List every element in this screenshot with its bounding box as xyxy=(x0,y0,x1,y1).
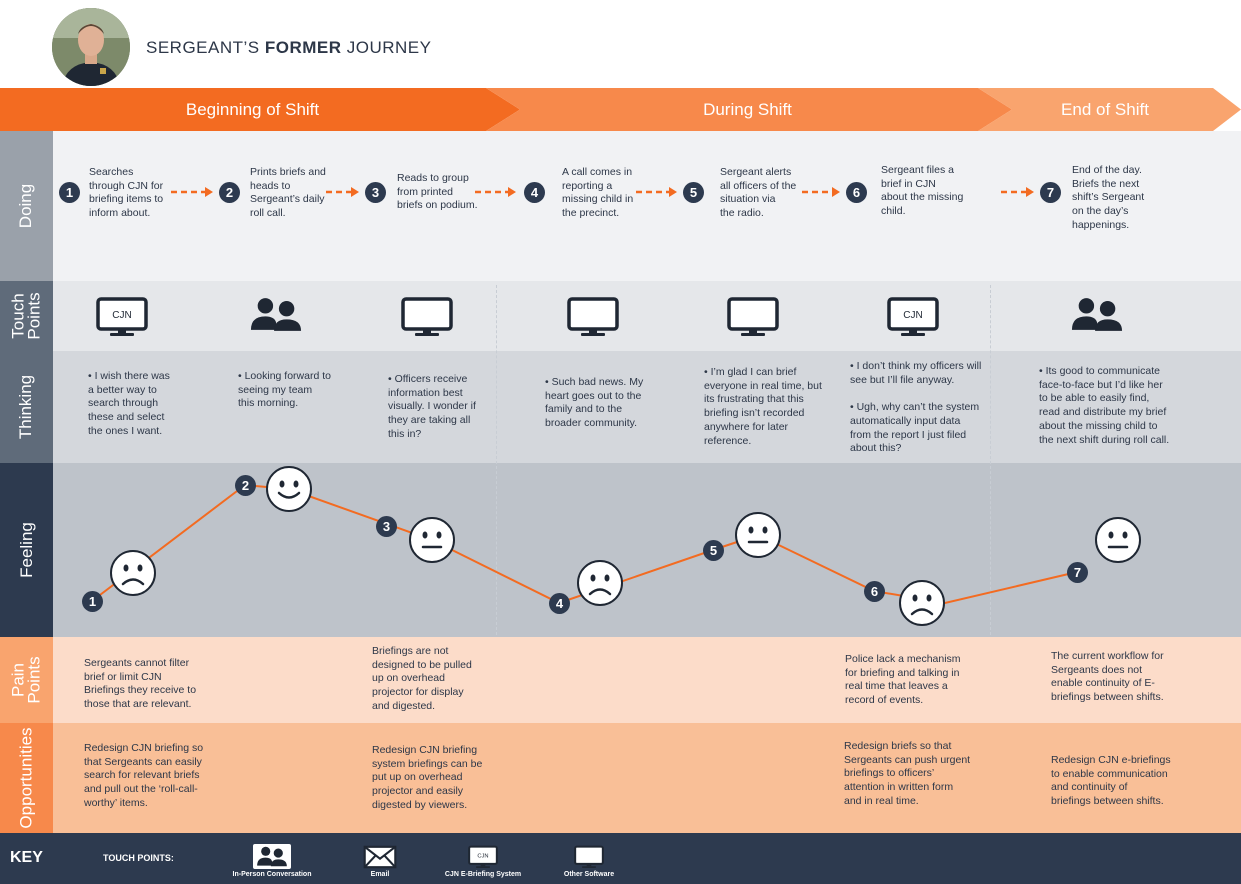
phase-end: End of Shift xyxy=(1061,100,1149,119)
doing-step-number: 4 xyxy=(524,182,545,203)
dashed-arrow-icon xyxy=(636,187,677,197)
row-label-thinking: Thinking xyxy=(0,351,53,463)
phase-divider-1 xyxy=(496,285,497,635)
people-icon xyxy=(1070,297,1124,337)
people-icon xyxy=(222,839,322,869)
page-title: SERGEANT’S FORMER JOURNEY xyxy=(146,38,432,57)
key-item-label: In-Person Conversation xyxy=(232,871,312,878)
key-item-monitor: Other Software xyxy=(539,839,639,878)
sergeant-photo-icon xyxy=(52,8,130,86)
doing-step-number: 2 xyxy=(219,182,240,203)
pain-points-row: Pain Points xyxy=(0,637,1241,723)
key-subtitle: TOUCH POINTS: xyxy=(103,853,174,863)
phase-banner: Beginning of Shift During Shift End of S… xyxy=(0,88,1241,131)
cjn-monitor-icon: CJN xyxy=(433,839,533,869)
phase-divider-2 xyxy=(990,285,991,635)
svg-text:CJN: CJN xyxy=(112,310,131,321)
row-label-touch-points: Touch Points xyxy=(0,281,53,351)
people-icon-box xyxy=(253,844,291,869)
row-label-opportunities: Opportunities xyxy=(0,723,53,833)
feeling-step-number: 1 xyxy=(82,591,103,612)
monitor-icon xyxy=(539,839,639,869)
doing-row: Doing xyxy=(0,131,1241,281)
key-item-label: Other Software xyxy=(563,871,615,878)
monitor-icon xyxy=(567,297,619,342)
monitor-icon xyxy=(401,297,453,342)
feeling-step-number: 5 xyxy=(703,540,724,561)
key-item-people: In-Person Conversation xyxy=(222,839,322,878)
feeling-step-number: 6 xyxy=(864,581,885,602)
touch-points-row: Touch Points xyxy=(0,281,1241,351)
opportunities-row: Opportunities xyxy=(0,723,1241,833)
feeling-step-number: 7 xyxy=(1067,562,1088,583)
phase-during: During Shift xyxy=(703,100,792,119)
key-item-email: Email xyxy=(330,839,430,878)
monitor-icon xyxy=(727,297,779,342)
doing-step-number: 1 xyxy=(59,182,80,203)
doing-step-number: 5 xyxy=(683,182,704,203)
feeling-step-number: 3 xyxy=(376,516,397,537)
doing-step-number: 6 xyxy=(846,182,867,203)
doing-step-number: 3 xyxy=(365,182,386,203)
phase-arrows xyxy=(0,88,1241,131)
feeling-step-number: 2 xyxy=(235,475,256,496)
sergeant-avatar xyxy=(52,8,130,86)
key-item-label: CJN E-Briefing System xyxy=(444,871,522,878)
row-label-feeling: Feeling xyxy=(0,463,53,637)
phase-beginning: Beginning of Shift xyxy=(185,100,320,119)
svg-text:CJN: CJN xyxy=(477,854,488,860)
key-legend: KEY TOUCH POINTS: In-Person Conversation… xyxy=(0,833,1241,884)
dashed-arrow-icon xyxy=(802,187,840,197)
dashed-arrow-icon xyxy=(326,187,359,197)
dashed-arrow-icon xyxy=(171,187,213,197)
key-title: KEY xyxy=(10,849,43,866)
dashed-arrow-icon xyxy=(475,187,516,197)
email-icon xyxy=(330,839,430,869)
dashed-arrow-icon xyxy=(1001,187,1034,197)
doing-step-number: 7 xyxy=(1040,182,1061,203)
cjn-monitor-icon: CJN xyxy=(96,297,148,342)
key-item-cjn-monitor: CJN CJN E-Briefing System xyxy=(433,839,533,878)
row-label-pain-points: Pain Points xyxy=(0,637,53,723)
thinking-row: Thinking xyxy=(0,351,1241,463)
key-item-label: Email xyxy=(370,871,390,878)
feeling-step-number: 4 xyxy=(549,593,570,614)
svg-text:CJN: CJN xyxy=(903,310,922,321)
people-icon xyxy=(249,297,303,337)
cjn-monitor-icon: CJN xyxy=(887,297,939,342)
row-label-doing: Doing xyxy=(0,131,53,281)
